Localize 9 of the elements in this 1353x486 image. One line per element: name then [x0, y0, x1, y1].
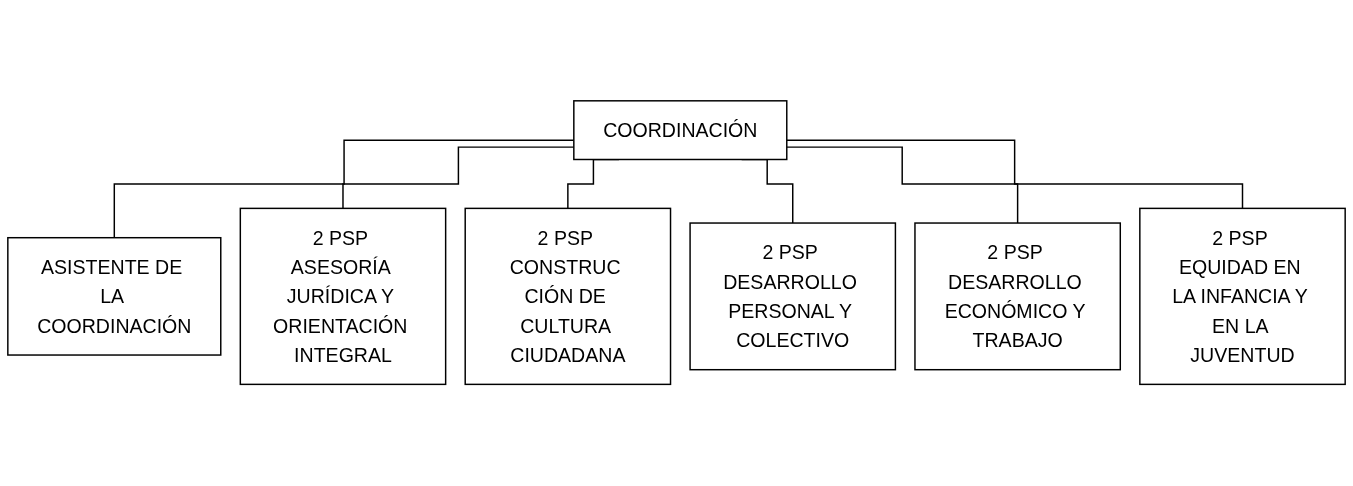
- node-box: 2 PSP CONSTRUC CIÓN DE CULTURA CIUDADANA: [464, 208, 672, 386]
- node-box: 2 PSP EQUIDAD EN LA INFANCIA Y EN LA JUVENTUD: [1139, 208, 1346, 386]
- node-box: 2 PSP DESARROLLO PERSONAL Y COLECTIVO: [689, 222, 897, 371]
- connector: [786, 146, 1019, 225]
- connector: [786, 140, 1244, 210]
- node-box: 2 PSP ASESORÍA JURÍDICA Y ORIENTACIÓN INTEGRAL: [239, 208, 447, 386]
- node-box: COORDINACIÓN: [573, 100, 788, 161]
- node-box: 2 PSP DESARROLLO ECONÓMICO Y TRABAJO: [914, 222, 1122, 371]
- node-box: ASISTENTE DE LA COORDINACIÓN: [7, 237, 222, 357]
